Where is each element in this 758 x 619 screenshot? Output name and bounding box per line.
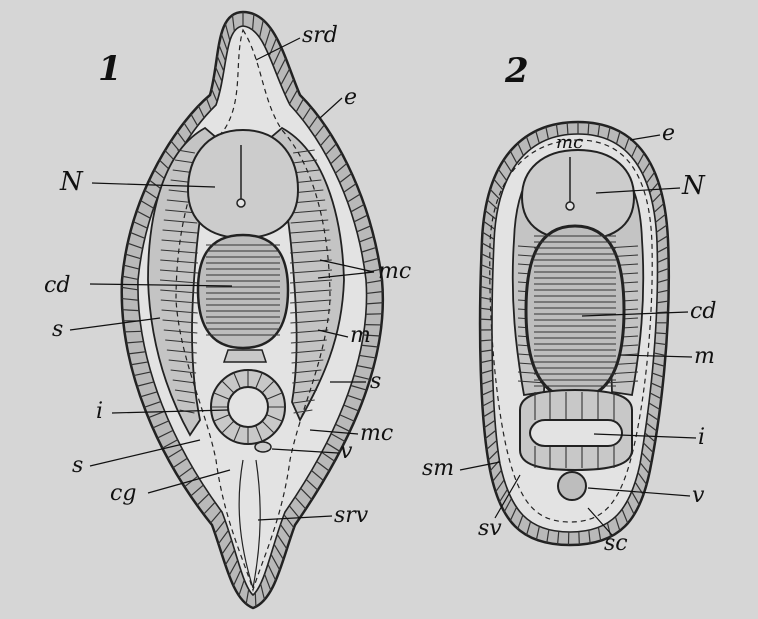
fig1-label-m: m <box>350 323 371 348</box>
fig1-label-N: N <box>59 167 84 197</box>
fig1-label-s-lower-left: s <box>72 453 83 478</box>
fig1-label-s-upper-left: s <box>52 317 63 342</box>
figure-1-number: 1 <box>98 49 122 89</box>
fig2-label-i: i <box>698 425 705 450</box>
fig1-label-srv: srv <box>334 503 369 528</box>
fig1-label-s-right: s <box>370 369 381 394</box>
fig2-vessel <box>558 472 586 500</box>
fig1-label-v: v <box>340 439 353 464</box>
fig1-nerve-cord <box>188 130 298 238</box>
fig1-label-e: e <box>344 85 357 110</box>
fig1-label-i: i <box>96 399 103 424</box>
fig1-notochord <box>198 235 288 348</box>
fig2-label-v: v <box>692 483 705 508</box>
fig1-label-mc-lower: mc <box>360 421 393 446</box>
fig1-label-cg: cg <box>110 481 136 506</box>
figure-2-number: 2 <box>504 51 529 91</box>
fig2-label-sm: sm <box>422 456 454 481</box>
fig1-epidermal-cell-wall <box>125 331 142 332</box>
fig1-vessel <box>255 442 271 452</box>
fig2-notochord <box>526 226 624 398</box>
fig1-epidermal-cell-wall <box>255 593 256 607</box>
fig1-nerve-canal-dot <box>237 199 245 207</box>
fig2-label-sv: sv <box>478 516 502 541</box>
fig2-intestine-lumen <box>530 420 622 446</box>
fig2-label-m: m <box>694 344 715 369</box>
fig2-label-e: e <box>662 121 675 146</box>
fig2-epidermal-cell-wall <box>588 123 589 135</box>
fig2-epidermal-cell-wall <box>655 333 667 334</box>
fig2-label-sc: sc <box>604 531 628 556</box>
fig2-nerve-canal-dot <box>566 202 574 210</box>
fig1-label-mc-upper: mc <box>378 259 411 284</box>
fig2-label-mc: mc <box>556 132 583 153</box>
fig1-subchordal-plate <box>224 350 266 362</box>
fig2-label-cd: cd <box>690 299 716 324</box>
fig1-label-cd: cd <box>44 273 70 298</box>
fig1-label-srd: srd <box>302 23 338 48</box>
fig1-intestine-lumen <box>228 387 268 427</box>
figure-2 <box>480 122 669 545</box>
fig2-label-N: N <box>681 171 706 201</box>
fig2-epidermal-cell-wall <box>480 319 492 320</box>
